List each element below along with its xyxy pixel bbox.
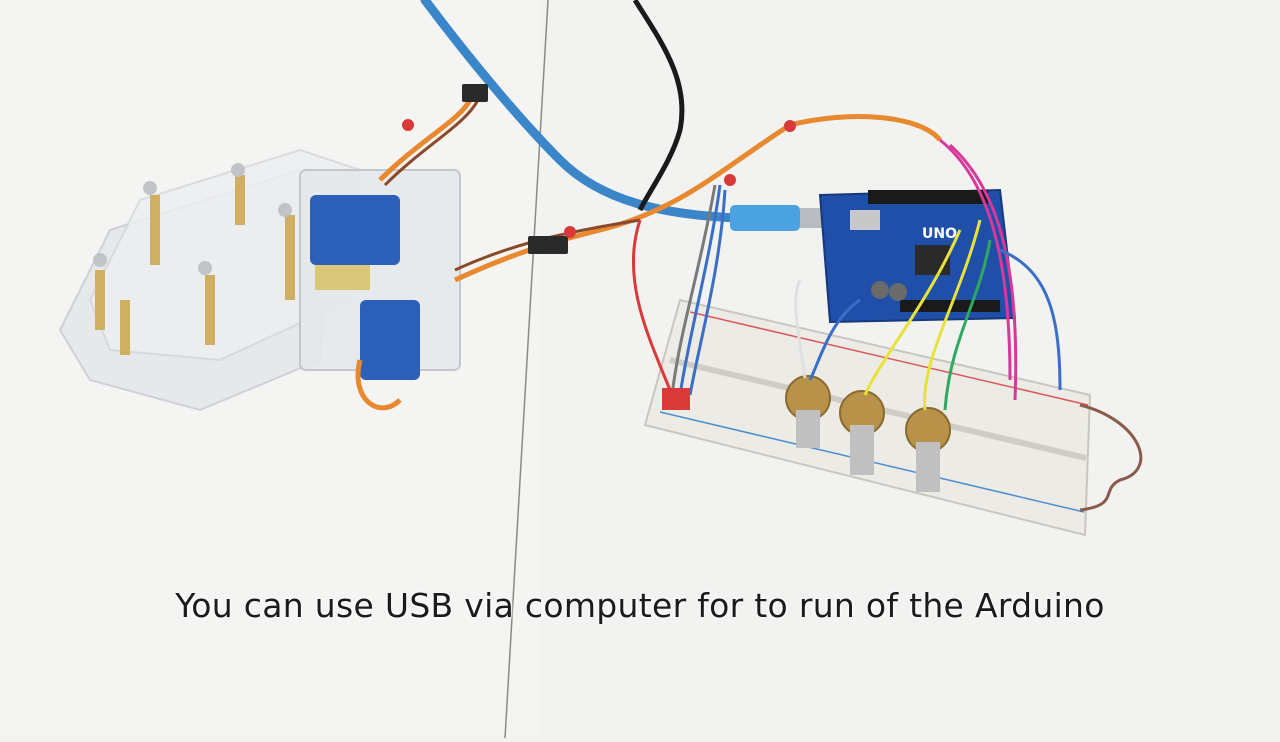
potentiometer xyxy=(785,375,831,448)
servo-label xyxy=(315,265,370,290)
jumper-wires xyxy=(631,138,1143,512)
capacitor xyxy=(871,281,889,299)
brass-standoff xyxy=(205,275,215,345)
header-pins xyxy=(868,190,988,204)
servo-assembly xyxy=(299,169,461,411)
potentiometer xyxy=(839,390,885,475)
brass-standoff xyxy=(150,195,160,265)
capacitor xyxy=(889,283,907,301)
table-seam-line xyxy=(504,0,549,739)
video-caption: You can use USB via computer for to run … xyxy=(175,586,1105,625)
usb-plug-metal xyxy=(800,208,822,228)
brass-standoff xyxy=(95,270,105,330)
brass-standoff xyxy=(120,300,130,355)
servo-wire xyxy=(378,98,473,182)
usb-plug xyxy=(730,205,800,231)
brass-standoff xyxy=(285,215,295,300)
servo-motor xyxy=(310,195,400,265)
cable-tie xyxy=(784,120,796,132)
usb-cable xyxy=(420,0,745,223)
cable-tie xyxy=(724,174,736,186)
black-cable xyxy=(632,0,685,212)
servo-motor xyxy=(360,300,420,380)
cable-tie xyxy=(564,226,576,238)
servo-connector xyxy=(462,84,488,102)
servo-connector xyxy=(528,236,568,254)
board-logo: UNO xyxy=(922,226,957,242)
cable-tie xyxy=(402,119,414,131)
wire-connector xyxy=(662,388,690,410)
potentiometer xyxy=(905,407,951,492)
brass-standoff xyxy=(235,175,245,225)
